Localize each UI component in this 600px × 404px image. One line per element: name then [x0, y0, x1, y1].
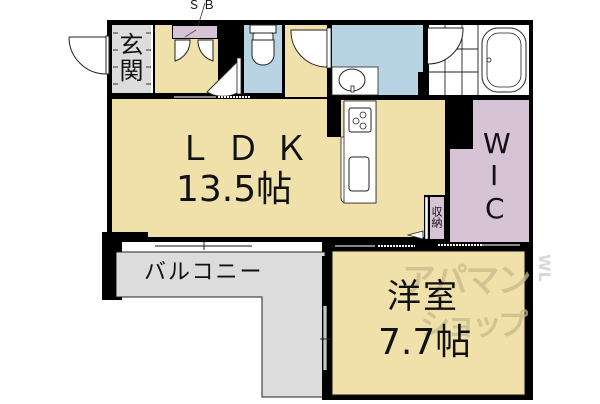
watermark-side: WL	[535, 254, 554, 282]
watermark-line1: アパマン	[402, 261, 531, 301]
wic-label-i: I	[490, 159, 499, 192]
shoe-box-label: ＳＢ	[188, 0, 219, 12]
bathtub-icon	[481, 27, 527, 93]
wic-label-c: C	[485, 192, 505, 225]
shoe-box	[173, 26, 217, 38]
storage-label: 収納	[430, 206, 443, 228]
western-room-label: 洋室	[387, 277, 459, 317]
watermark-line2: ショップ	[420, 308, 528, 343]
ldk-size: 13.5帖	[176, 169, 293, 210]
kitchen-counter	[340, 100, 377, 204]
wic-label-w: W	[483, 127, 511, 160]
toilet-icon	[249, 24, 277, 66]
storage-closet	[430, 197, 444, 239]
western-room-size: 7.7帖	[378, 322, 472, 363]
entrance-floor	[112, 25, 152, 93]
western-room-floor	[331, 250, 526, 396]
entry-door	[68, 35, 110, 75]
wic-floor	[450, 100, 529, 242]
ldk-label: ＬＤＫ	[178, 129, 322, 169]
sink-basin-icon	[348, 156, 370, 192]
stove-icon	[348, 107, 372, 133]
entrance-label: 玄関	[115, 32, 143, 84]
balcony-label: バルコニー	[144, 260, 264, 285]
